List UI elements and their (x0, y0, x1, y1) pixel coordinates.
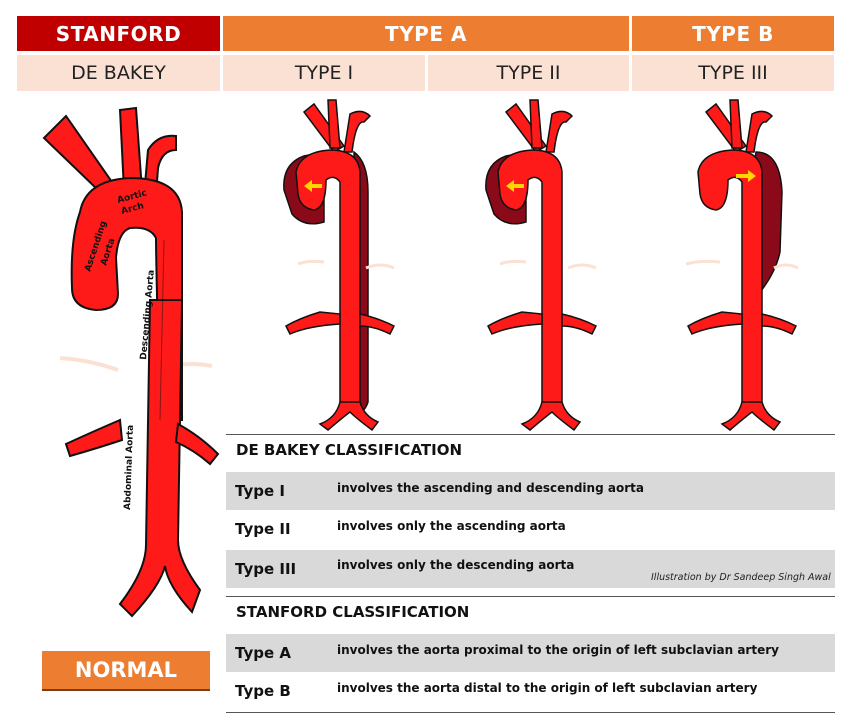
row-type-name: Type I (235, 482, 285, 500)
row-type-name: Type A (235, 644, 291, 662)
table-row: Type II involves only the ascending aort… (226, 510, 835, 548)
row-type-name: Type III (235, 560, 297, 578)
row-type-name: Type II (235, 520, 291, 538)
type-2-aorta (485, 99, 598, 432)
type-1-aorta (283, 99, 396, 432)
type-3-header: TYPE III (632, 55, 834, 91)
debakey-classification-title: DE BAKEY CLASSIFICATION (236, 441, 463, 459)
row-type-name: Type B (235, 682, 291, 700)
divider (226, 596, 835, 597)
table-row: Type III involves only the descending ao… (226, 550, 835, 588)
row-type-desc: involves the aorta proximal to the origi… (337, 643, 779, 657)
table-row: Type I involves the ascending and descen… (226, 472, 835, 510)
type-1-header: TYPE I (223, 55, 425, 91)
normal-label: NORMAL (42, 651, 210, 691)
divider (226, 434, 835, 435)
type-3-aorta (685, 99, 799, 432)
arrow-icon (736, 170, 756, 182)
type-b-header: TYPE B (632, 16, 834, 51)
arrow-icon (506, 180, 524, 192)
stanford-classification-title: STANFORD CLASSIFICATION (236, 603, 470, 621)
type-a-header: TYPE A (223, 16, 629, 51)
table-row: Type A involves the aorta proximal to th… (226, 634, 835, 672)
table-row: Type B involves the aorta distal to the … (226, 672, 835, 710)
row-type-desc: involves the aorta distal to the origin … (337, 681, 758, 695)
illustration-credit: Illustration by Dr Sandeep Singh Awal (651, 572, 831, 583)
row-type-desc: involves only the ascending aorta (337, 519, 566, 533)
row-type-desc: involves only the descending aorta (337, 558, 575, 572)
row-type-desc: involves the ascending and descending ao… (337, 481, 644, 495)
type-2-header: TYPE II (428, 55, 629, 91)
de-bakey-header: DE BAKEY (17, 55, 220, 91)
arrow-icon (304, 180, 322, 192)
abdominal-label: Abdominal Aorta (123, 425, 136, 510)
normal-aorta (42, 106, 220, 618)
divider (226, 712, 835, 713)
stanford-header: STANFORD (17, 16, 220, 51)
